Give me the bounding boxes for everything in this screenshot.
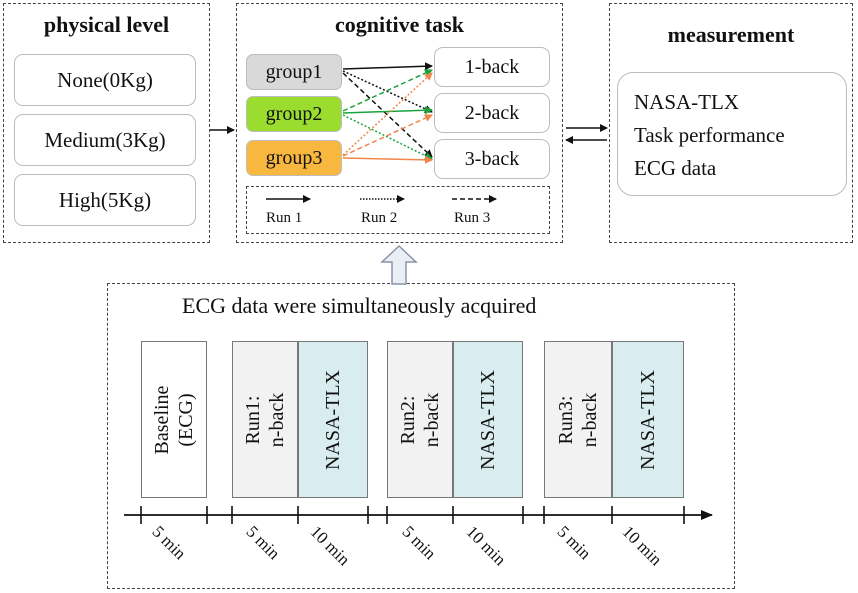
- level-medium: Medium(3Kg): [14, 114, 196, 166]
- cognitive-task-panel: cognitive task: [236, 3, 563, 243]
- block-run1-nback: Run1:n-back: [232, 341, 298, 498]
- cognitive-task-title: cognitive task: [335, 12, 464, 37]
- physical-level-title: physical level: [43, 12, 170, 37]
- arrow-g3-run3: [342, 114, 433, 157]
- block-run3-nback: Run3:n-back: [544, 341, 612, 498]
- physical-level-panel: physical level None(0Kg) Medium(3Kg) Hig…: [3, 3, 210, 243]
- block-run3-nasa-tlx: NASA-TLX: [612, 341, 684, 498]
- legend-run3: Run 3: [454, 210, 491, 226]
- level-none: None(0Kg): [14, 54, 196, 106]
- hollow-up-arrow: [380, 244, 418, 285]
- measurement-title: measurement: [667, 22, 795, 47]
- group3-box: group3: [246, 140, 342, 176]
- legend-run2: Run 2: [361, 210, 398, 226]
- group1-box: group1: [246, 54, 342, 90]
- arrow-g1-run3: [342, 72, 433, 158]
- run-legend: [246, 186, 550, 234]
- arrow-g1-run2: [342, 70, 433, 113]
- level-high: High(5Kg): [14, 174, 196, 226]
- measure-nasa-tlx: NASA-TLX: [634, 90, 739, 114]
- procedure-caption: ECG data were simultaneously acquired: [182, 293, 537, 318]
- arrow-g1-run1: [342, 62, 433, 71]
- measure-task-performance: Task performance: [634, 123, 785, 147]
- measurement-list: NASA-TLX Task performance ECG data: [617, 72, 847, 196]
- block-run2-nback: Run2:n-back: [387, 341, 453, 498]
- task-2-back: 2-back: [434, 93, 550, 133]
- block-run1-nasa-tlx: NASA-TLX: [298, 341, 368, 498]
- task-1-back: 1-back: [434, 47, 550, 87]
- timeline-ticks: [140, 506, 685, 524]
- group2-box: group2: [246, 96, 342, 132]
- task-3-back: 3-back: [434, 139, 550, 179]
- arrow-g2-run3: [342, 69, 433, 112]
- measurement-panel: measurement: [609, 3, 853, 243]
- arrow-g2-run1: [342, 106, 433, 115]
- arrow-g3-run2: [342, 72, 433, 156]
- block-run2-nasa-tlx: NASA-TLX: [453, 341, 523, 498]
- measure-ecg-data: ECG data: [634, 156, 717, 180]
- procedure-panel: [107, 283, 735, 589]
- arrow-g3-run1: [342, 155, 433, 164]
- arrow-g2-run2: [342, 114, 433, 160]
- block-baseline: Baseline(ECG): [141, 341, 207, 498]
- legend-run1: Run 1: [266, 210, 303, 226]
